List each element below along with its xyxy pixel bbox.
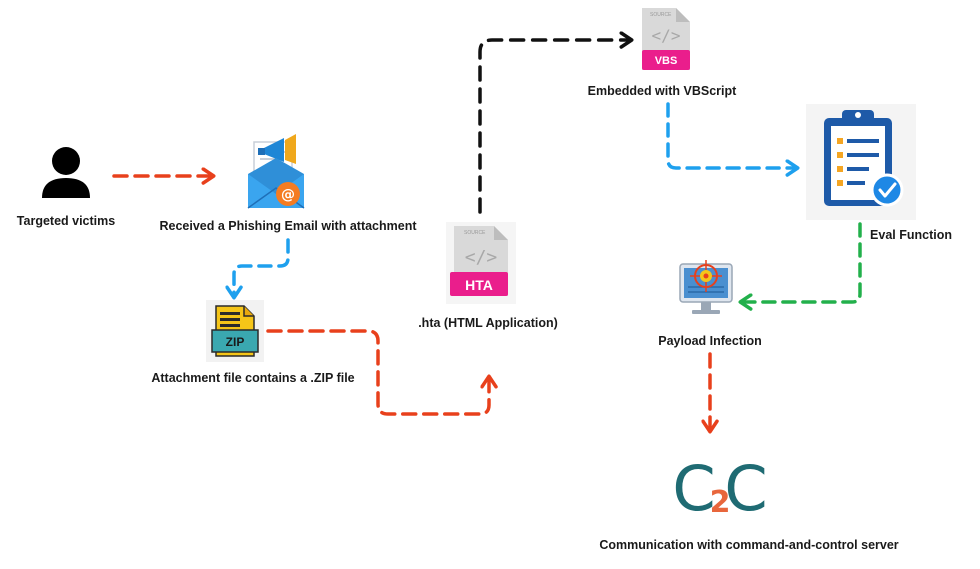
label-phishing-email: Received a Phishing Email with attachmen… [159,219,417,233]
arrow-eval-to-payload [738,222,862,311]
vbs-code-glyph: </> [652,26,681,45]
hta-badge-text: HTA [465,277,493,293]
hta-code-glyph: </> [465,247,498,268]
label-payload-infection: Payload Infection [658,334,762,348]
arrow-hta-to-vbs [478,31,634,214]
zip-file-icon: ZIP [206,300,264,362]
email-megaphone-icon: @ [247,134,305,209]
label-eval-function: Eval Function [870,228,952,242]
c2-logo-right: C [724,452,767,525]
infected-monitor-icon [679,260,733,314]
c2-logo-mid: 2 [710,485,731,520]
vbs-file-icon: SOURCE </> VBS [642,8,690,70]
label-zip-attachment: Attachment file contains a .ZIP file [151,371,355,385]
svg-text:@: @ [281,187,295,203]
hta-header-text: SOURCE [464,230,486,236]
vbs-header-text: SOURCE [650,12,672,18]
zip-badge-text: ZIP [226,335,245,349]
clipboard-check-icon [806,104,916,220]
label-targeted-victims: Targeted victims [16,214,116,228]
label-c2-communication: Communication with command-and-control s… [599,538,899,552]
vbs-badge-text: VBS [655,55,678,67]
arrow-email-to-zip [225,238,290,300]
label-hta-application: .hta (HTML Application) [418,316,558,330]
c2-logo-icon: C 2 C [672,452,767,525]
arrow-zip-to-hta [266,329,498,416]
c2-logo-left: C [672,452,715,525]
hta-file-icon: SOURCE </> HTA [446,222,516,304]
arrow-vbs-to-eval [666,102,800,177]
label-vbscript: Embedded with VBScript [587,84,737,98]
person-icon [42,147,90,198]
